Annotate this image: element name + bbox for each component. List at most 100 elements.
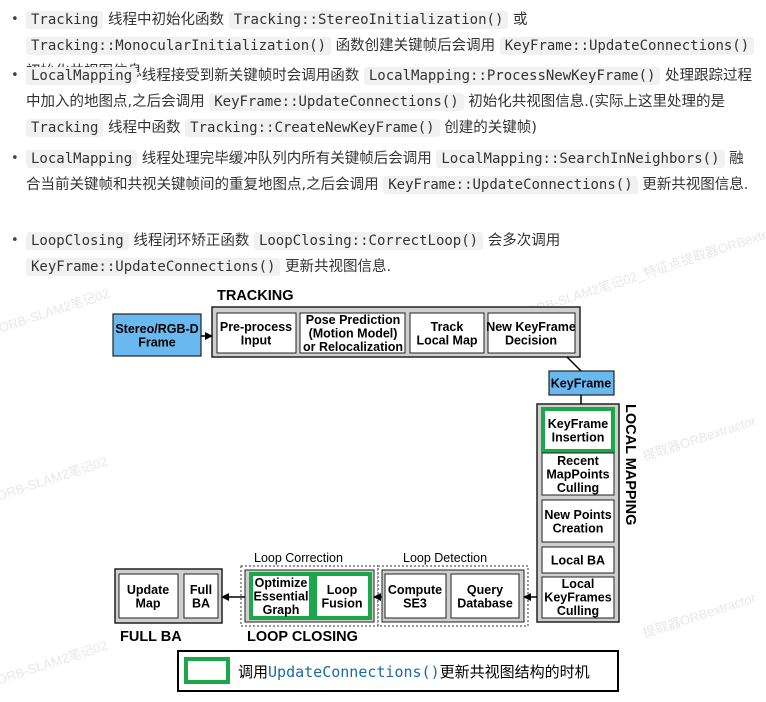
bullet-text-segment: 会多次调用 bbox=[483, 233, 561, 249]
full-ba-label: FULL BA bbox=[120, 629, 182, 645]
line-tracking-to-keyframe bbox=[566, 356, 582, 372]
box-text-line: Culling bbox=[557, 481, 599, 495]
box-text-line: Loop bbox=[327, 583, 358, 597]
box-text-line: (Motion Model) bbox=[309, 327, 398, 341]
inline-code: LocalMapping bbox=[26, 150, 138, 168]
box-text-line: Frame bbox=[138, 335, 176, 349]
local-mapping-label: LOCAL MAPPING bbox=[622, 404, 638, 525]
inline-code: Tracking::StereoInitialization() bbox=[228, 11, 509, 29]
box-text-line: Local BA bbox=[551, 554, 605, 568]
recent-mp-box bbox=[541, 452, 615, 496]
box-text-line: Full bbox=[190, 583, 212, 597]
box-text-line: Track bbox=[431, 320, 464, 334]
legend-suffix: 更新共视图结构的时机 bbox=[440, 663, 590, 681]
local-ba-text: Local BA bbox=[551, 554, 605, 568]
track-local-box bbox=[409, 312, 485, 354]
box-text-line: Optimize bbox=[255, 576, 308, 590]
bullet-text-segment: 线程中函数 bbox=[103, 120, 186, 136]
box-text-line: BA bbox=[192, 596, 210, 610]
query-db-box bbox=[450, 573, 520, 619]
bullet-text-segment: 处理跟踪过程中加入的地图点,之后会调用 bbox=[26, 68, 753, 110]
bullet-text-segment: 或 bbox=[508, 12, 528, 28]
inline-code: KeyFrame::UpdateConnections() bbox=[26, 258, 281, 276]
box-text-line: KeyFrame bbox=[551, 377, 611, 391]
local-kf-box bbox=[541, 576, 615, 619]
kf-insertion-box bbox=[541, 407, 615, 453]
box-text-line: Pose Prediction bbox=[306, 313, 400, 327]
pose-text: Pose Prediction(Motion Model)or Relocali… bbox=[303, 313, 403, 354]
inline-code: Tracking bbox=[26, 119, 104, 137]
inline-code: LocalMapping bbox=[26, 67, 138, 85]
loop-detection-label: Loop Detection bbox=[403, 551, 487, 565]
bullet-dot: • bbox=[11, 233, 19, 248]
inline-code: Tracking bbox=[26, 11, 104, 29]
legend-box bbox=[177, 650, 619, 692]
bullet-text: LocalMapping 线程处理完毕缓冲队列内所有关键帧后会调用 LocalM… bbox=[26, 146, 756, 198]
legend-prefix: 调用 bbox=[238, 663, 268, 681]
new-kf-box bbox=[487, 312, 576, 354]
bullet-text-segment: 线程接受到新关键帧时会调用函数 bbox=[137, 68, 364, 84]
bullet-text-segment: 线程闭环矫正函数 bbox=[128, 233, 254, 249]
bullet-text-segment: 更新共视图信息. bbox=[280, 259, 392, 275]
inline-code: KeyFrame::UpdateConnections() bbox=[209, 93, 464, 111]
optimize-box bbox=[249, 572, 313, 620]
bullet-text-segment: 融合当前关键帧和共视关键帧间的重复地图点,之后会调用 bbox=[26, 151, 744, 193]
preprocess-box bbox=[216, 312, 297, 354]
box-text-line: Local Map bbox=[416, 333, 477, 347]
bullet-text-segment: 线程处理完毕缓冲队列内所有关键帧后会调用 bbox=[137, 151, 437, 167]
new-points-box bbox=[541, 499, 615, 543]
inline-code: LocalMapping::SearchInNeighbors() bbox=[436, 150, 725, 168]
box-text-line: Compute bbox=[388, 583, 442, 597]
inline-code: KeyFrame::UpdateConnections() bbox=[383, 176, 638, 194]
inline-code: KeyFrame::UpdateConnections() bbox=[499, 37, 755, 55]
box-text-line: Update bbox=[127, 583, 169, 597]
box-text-line: MapPoints bbox=[546, 468, 609, 482]
box-text-line: Fusion bbox=[322, 596, 363, 610]
box-text-line: Graph bbox=[263, 603, 300, 617]
legend-code: UpdateConnections() bbox=[268, 663, 440, 681]
inline-code: LoopClosing::CorrectLoop() bbox=[253, 232, 484, 250]
keyframe-box bbox=[548, 370, 615, 396]
box-text-line: or Relocalization bbox=[303, 340, 403, 354]
box-text-line: Stereo/RGB-D bbox=[115, 322, 198, 336]
loop-fusion-box bbox=[313, 572, 372, 620]
loop-closing-label: LOOP CLOSING bbox=[247, 629, 358, 645]
legend-swatch bbox=[184, 657, 230, 684]
box-text-line: SE3 bbox=[403, 596, 427, 610]
box-text-line: Map bbox=[136, 596, 161, 610]
inline-code: LoopClosing bbox=[26, 232, 129, 250]
bullet-text-segment: 更新共视图信息. bbox=[637, 177, 749, 193]
bullet-text-segment: 初始化共视图信息.(实际上这里处理的是 bbox=[463, 94, 726, 110]
compute-se3-box bbox=[384, 573, 447, 619]
box-text-line: Creation bbox=[553, 521, 604, 535]
local-ba-box bbox=[541, 546, 615, 574]
bullet-text: Tracking 线程中初始化函数 Tracking::StereoInitia… bbox=[26, 7, 756, 85]
update-map-box bbox=[118, 573, 179, 619]
inline-code: Tracking::CreateNewKeyFrame() bbox=[185, 119, 440, 137]
pose-box bbox=[299, 312, 406, 354]
bullet-text-segment: 函数创建关键帧后会调用 bbox=[331, 38, 500, 54]
box-text-line: KeyFrame bbox=[548, 417, 608, 431]
box-text-line: Insertion bbox=[552, 430, 605, 444]
bullet-text: LoopClosing 线程闭环矫正函数 LoopClosing::Correc… bbox=[26, 228, 756, 280]
bullet-text: LocalMapping 线程接受到新关键帧时会调用函数 LocalMappin… bbox=[26, 63, 756, 141]
bullet-text-segment: 创建的关键帧) bbox=[439, 120, 537, 136]
keyframe-text: KeyFrame bbox=[551, 377, 611, 391]
box-text-line: New Points bbox=[544, 508, 611, 522]
box-text-line: Decision bbox=[505, 333, 557, 347]
box-text-line: Recent bbox=[557, 454, 600, 468]
box-text-line: KeyFrames bbox=[544, 591, 611, 605]
